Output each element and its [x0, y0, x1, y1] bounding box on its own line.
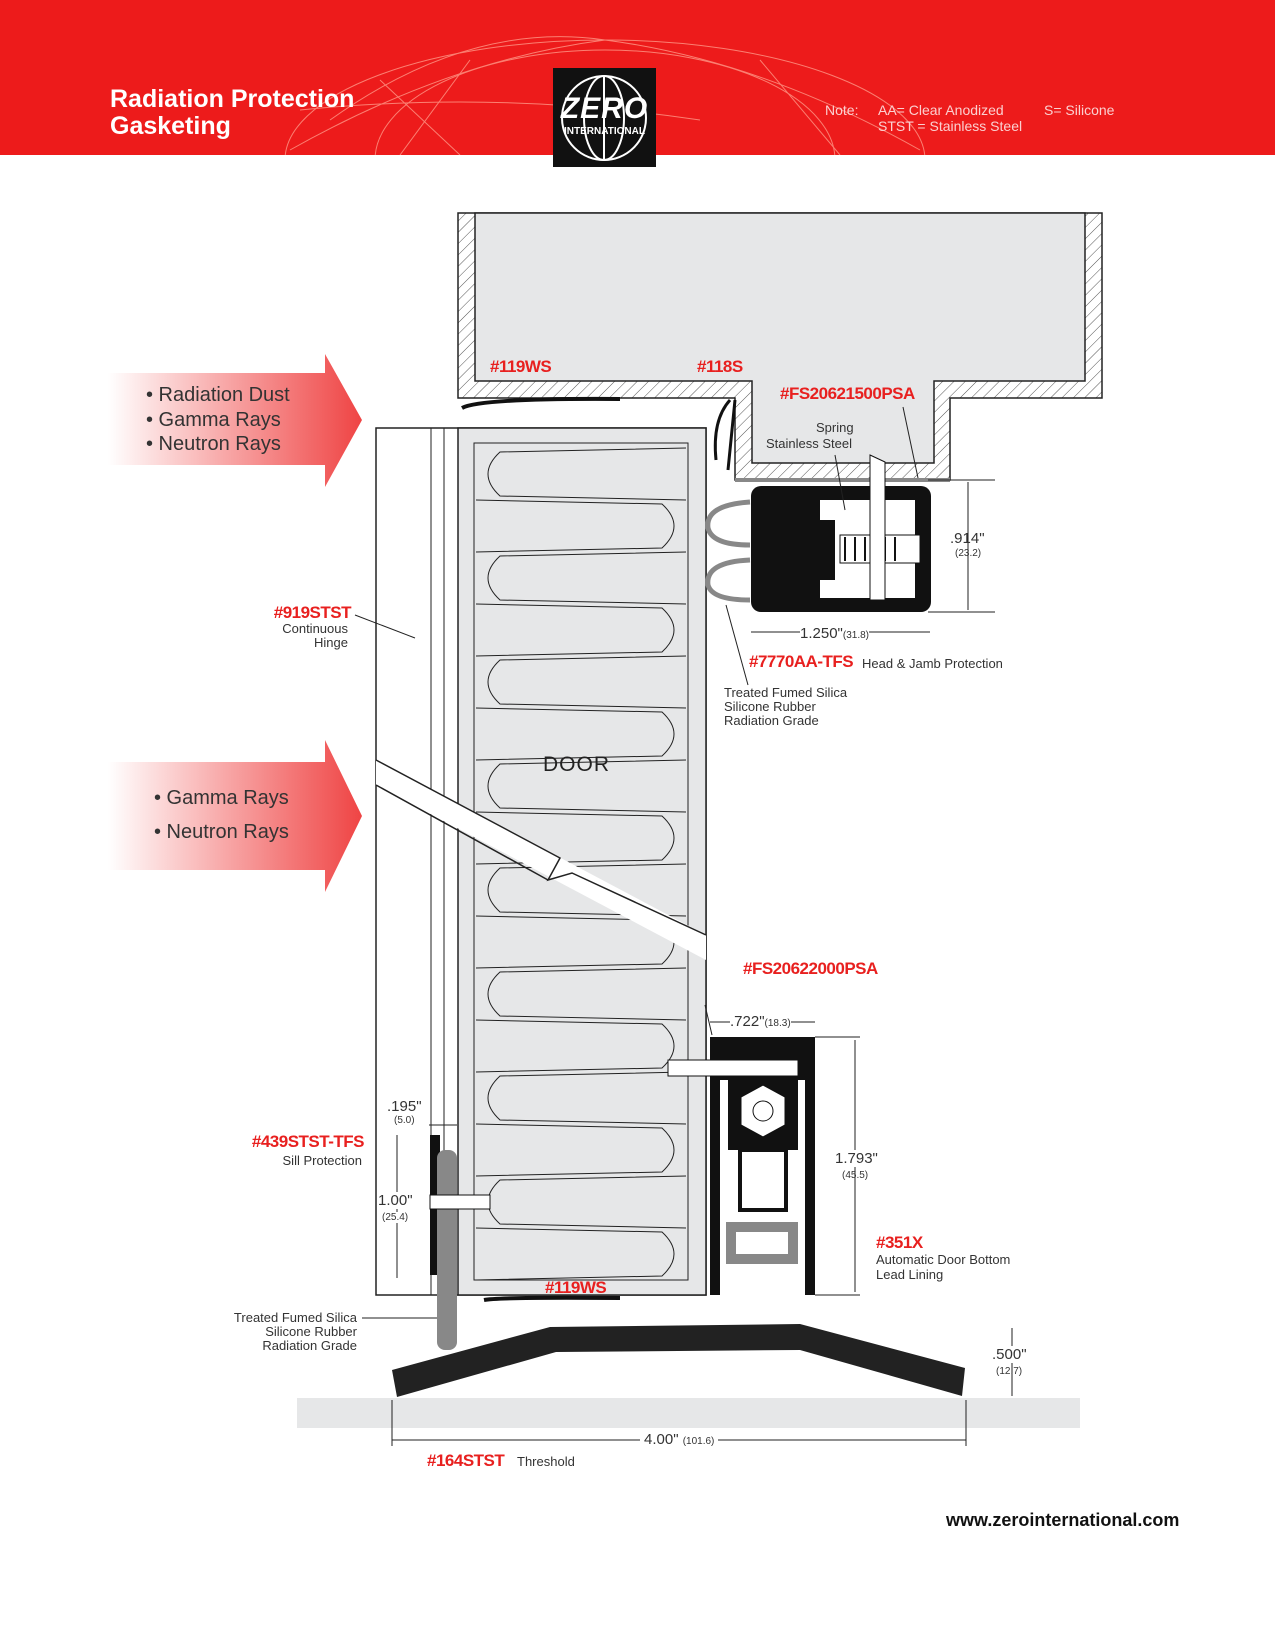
dim-722-label: .722"(18.3): [730, 1013, 791, 1030]
insulation-loop: [475, 1019, 675, 1073]
dim-1793-label: 1.793": [835, 1150, 878, 1167]
label-118s: #118S: [697, 357, 743, 376]
arrow1-item: • Radiation Dust: [146, 384, 290, 406]
label-tfs-2: Silicone Rubber: [724, 699, 816, 714]
door-label: DOOR: [543, 753, 610, 776]
label-919stst: #919STST: [273, 603, 352, 622]
dim-100-label: 1.00": [378, 1192, 413, 1209]
insulation-loop: [487, 863, 687, 917]
label-119ws-top: #119WS: [490, 357, 552, 376]
label-439-desc: Sill Protection: [282, 1153, 362, 1168]
insulation-loop: [487, 551, 687, 605]
dim-100-mm: (25.4): [382, 1212, 409, 1223]
hinge-leader: [354, 614, 416, 639]
label-fs20622000psa: #FS20622000PSA: [743, 959, 878, 978]
label-tfs-b2: Silicone Rubber: [265, 1324, 357, 1339]
dim-1793-mm: (45.5): [842, 1170, 869, 1181]
threshold-164stst: [392, 1324, 965, 1397]
globe-icon: [561, 75, 647, 161]
gasket-7770aa-tfs: [705, 454, 931, 612]
label-919-desc2: Hinge: [314, 635, 348, 650]
zero-international-logo: ZERO INTERNATIONAL: [553, 68, 656, 167]
insulation-loop: [475, 603, 675, 657]
arrow1-item: • Neutron Rays: [146, 433, 281, 455]
label-7770aa-tfs: #7770AA-TFS: [749, 652, 854, 671]
dim-1250-in: 1.250": [800, 625, 843, 642]
title-line1: Radiation Protection: [110, 85, 355, 113]
logo-text: ZERO: [560, 92, 649, 125]
seal-119ws-top: [461, 396, 621, 410]
label-7770-desc: Head & Jamb Protection: [862, 656, 1003, 671]
label-351-desc1: Automatic Door Bottom: [876, 1252, 1011, 1267]
dim-400-label: 4.00" (101.6): [640, 1431, 719, 1448]
insulation-loop: [475, 499, 675, 553]
dim-195-label: .195": [387, 1098, 422, 1115]
insulation-loop: [487, 447, 687, 501]
door: [375, 427, 707, 1296]
label-tfs-3: Radiation Grade: [724, 713, 819, 728]
label-fs20621500psa: #FS20621500PSA: [780, 384, 915, 403]
insulation-loop: [487, 967, 687, 1021]
radiation-arrow-bottom: [108, 740, 362, 892]
note-s: S= Silicone: [1044, 102, 1115, 118]
page-title: Radiation Protection Gasketing: [110, 86, 354, 140]
dim-722-mm: (18.3): [764, 1018, 791, 1029]
dim-400-mm: (101.6): [682, 1436, 715, 1447]
note-label: Note:: [825, 102, 859, 118]
label-tfs-1: Treated Fumed Silica: [724, 685, 848, 700]
label-351-desc2: Lead Lining: [876, 1267, 944, 1282]
title-line2: Gasketing: [110, 112, 231, 140]
arrow1-item: • Gamma Rays: [146, 409, 281, 431]
seal-118s: [713, 398, 737, 471]
dim-914-mm: (23.2): [955, 548, 982, 559]
insulation-loop: [475, 1227, 675, 1281]
seal-119ws-bottom: [483, 1295, 621, 1302]
dim-1250-mm: (31.8): [842, 630, 869, 641]
arrow2-item: • Neutron Rays: [154, 821, 289, 843]
dim-500-mm: (12.7): [996, 1366, 1023, 1377]
logo-subtext: INTERNATIONAL: [564, 126, 645, 137]
insulation-loop: [475, 707, 675, 761]
insulation-loop: [487, 1071, 687, 1125]
arrow2-item: • Gamma Rays: [154, 787, 289, 809]
label-spring: Spring: [816, 420, 854, 435]
dim-195-mm: (5.0): [394, 1115, 415, 1126]
insulation-loop: [487, 655, 687, 709]
radiation-arrow-top: [108, 354, 362, 487]
label-tfs-b1: Treated Fumed Silica: [233, 1310, 357, 1325]
sill-439stst-tfs: [429, 1135, 491, 1350]
note-stst: STST = Stainless Steel: [878, 118, 1023, 134]
dim-1250-label: 1.250"(31.8): [800, 625, 869, 642]
insulation-loop: [475, 1123, 675, 1177]
door-bottom-351x: [667, 1004, 815, 1295]
insulation-loop: [487, 759, 687, 813]
label-439stst-tfs: #439STST-TFS: [251, 1132, 365, 1151]
dim-914-label: .914": [950, 530, 985, 547]
website-url[interactable]: www.zerointernational.com: [946, 1510, 1180, 1530]
label-164stst: #164STST: [427, 1451, 505, 1470]
label-stainless: Stainless Steel: [766, 436, 852, 451]
label-919-desc1: Continuous: [282, 621, 348, 636]
label-164-desc: Threshold: [517, 1454, 575, 1469]
dim-722-in: .722": [730, 1013, 765, 1030]
note-aa: AA= Clear Anodized: [878, 102, 1004, 118]
label-351x: #351X: [876, 1233, 923, 1252]
label-119ws-bottom: #119WS: [545, 1278, 607, 1297]
dim-400-in: 4.00": [644, 1431, 679, 1448]
globe-lines-decoration: [284, 36, 926, 155]
dim-500-label: .500": [992, 1346, 1027, 1363]
label-tfs-b3: Radiation Grade: [262, 1338, 357, 1353]
insulation-loop: [475, 811, 675, 865]
floor: [297, 1398, 1080, 1428]
